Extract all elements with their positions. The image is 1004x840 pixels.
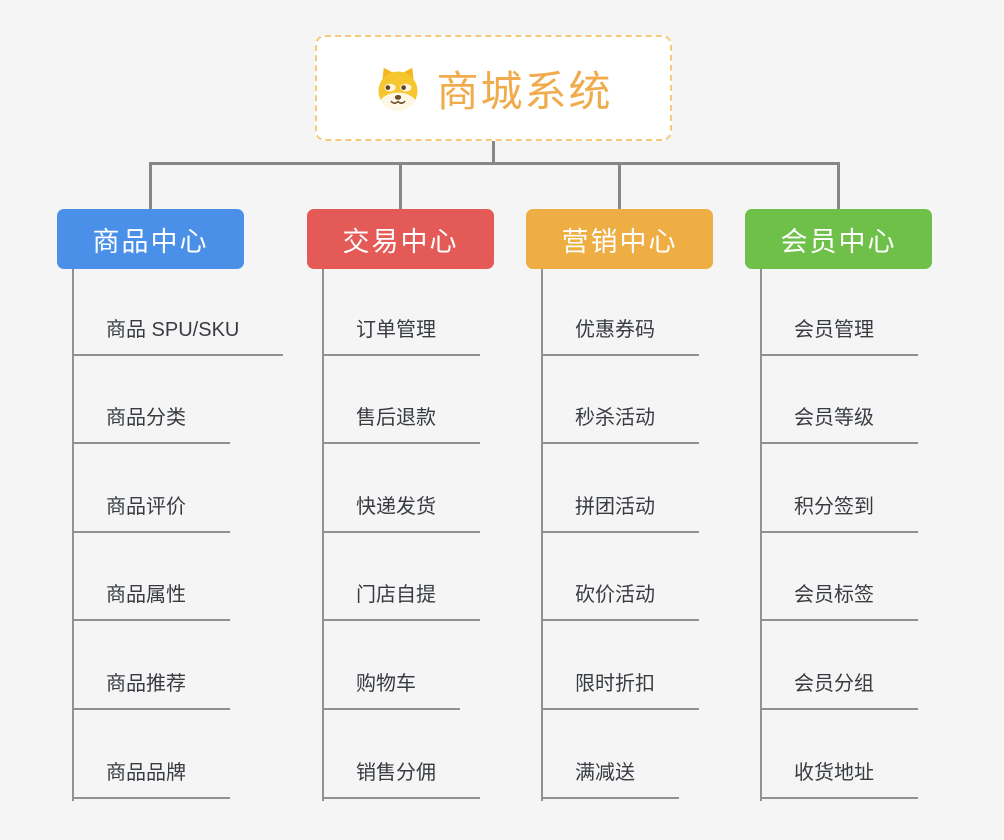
child-node[interactable]: 满减送 <box>543 761 679 799</box>
child-node[interactable]: 销售分佣 <box>324 761 480 799</box>
child-node[interactable]: 优惠券码 <box>543 318 699 356</box>
child-node[interactable]: 商品品牌 <box>74 761 230 799</box>
connector-rail <box>149 162 839 165</box>
child-node[interactable]: 限时折扣 <box>543 672 699 710</box>
connector-drop-branch-3 <box>618 162 621 210</box>
child-node[interactable]: 会员管理 <box>762 318 918 356</box>
branch-children-trade-center: 订单管理 售后退款 快递发货 门店自提 购物车 销售分佣 <box>322 269 480 801</box>
branch-children-member-center: 会员管理 会员等级 积分签到 会员标签 会员分组 收货地址 <box>760 269 918 801</box>
branch-node-marketing-center[interactable]: 营销中心 <box>526 209 713 269</box>
child-node[interactable]: 商品评价 <box>74 495 230 533</box>
child-node[interactable]: 积分签到 <box>762 495 918 533</box>
shiba-dog-icon <box>378 67 418 111</box>
child-node[interactable]: 会员等级 <box>762 406 918 444</box>
branch-node-trade-center[interactable]: 交易中心 <box>307 209 494 269</box>
child-node[interactable]: 快递发货 <box>324 495 480 533</box>
child-node[interactable]: 商品推荐 <box>74 672 230 710</box>
root-title: 商城系统 <box>436 67 613 115</box>
branch-node-member-center[interactable]: 会员中心 <box>745 209 932 269</box>
child-node[interactable]: 订单管理 <box>324 318 480 356</box>
branch-node-product-center[interactable]: 商品中心 <box>57 209 244 269</box>
child-node[interactable]: 秒杀活动 <box>543 406 699 444</box>
connector-root-stem <box>492 141 495 163</box>
branch-children-product-center: 商品 SPU/SKU 商品分类 商品评价 商品属性 商品推荐 商品品牌 <box>72 269 284 801</box>
child-node[interactable]: 商品 SPU/SKU <box>74 318 284 356</box>
root-node[interactable]: 商城系统 <box>315 35 672 141</box>
connector-drop-branch-2 <box>399 162 402 210</box>
child-node[interactable]: 收货地址 <box>762 761 918 799</box>
child-node[interactable]: 售后退款 <box>324 406 480 444</box>
child-node[interactable]: 门店自提 <box>324 583 480 621</box>
child-node[interactable]: 购物车 <box>324 672 460 710</box>
connector-drop-branch-1 <box>149 162 152 210</box>
child-node[interactable]: 砍价活动 <box>543 583 699 621</box>
branch-children-marketing-center: 优惠券码 秒杀活动 拼团活动 砍价活动 限时折扣 满减送 <box>541 269 699 801</box>
child-node[interactable]: 会员标签 <box>762 583 918 621</box>
child-node[interactable]: 会员分组 <box>762 672 918 710</box>
child-node[interactable]: 商品分类 <box>74 406 230 444</box>
child-node[interactable]: 商品属性 <box>74 583 230 621</box>
connector-drop-branch-4 <box>837 162 840 210</box>
child-node[interactable]: 拼团活动 <box>543 495 699 533</box>
